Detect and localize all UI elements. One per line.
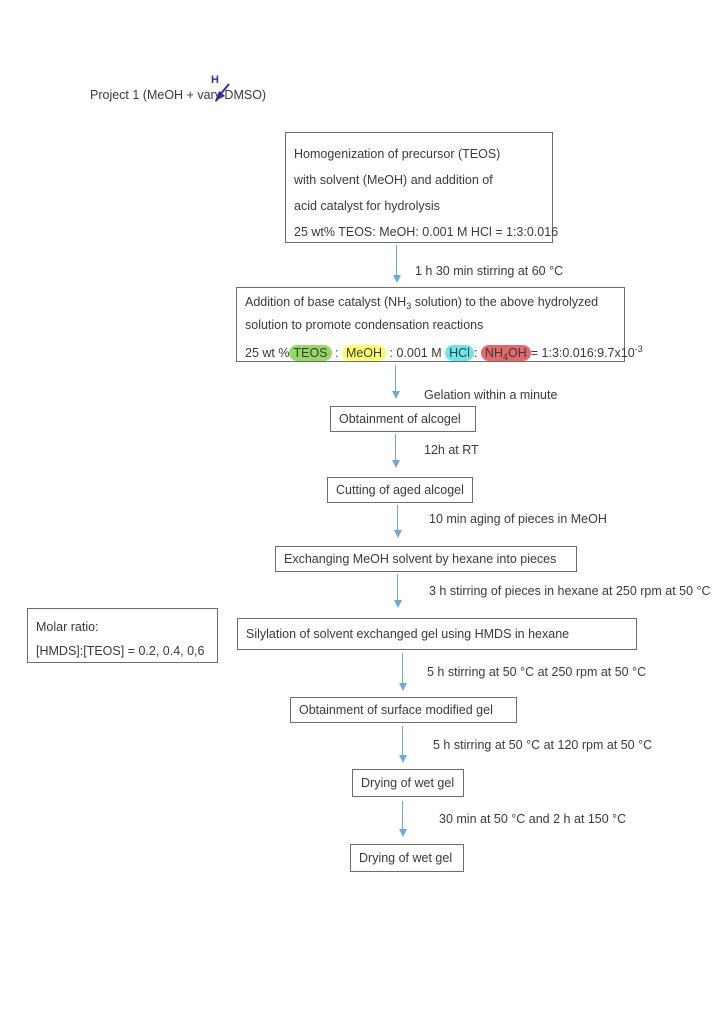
- molar-ratio-title: Molar ratio:: [36, 620, 99, 634]
- nh4oh-subscript: 4: [502, 352, 508, 362]
- step-label-stirring-60c: 1 h 30 min stirring at 60 °C: [415, 264, 564, 278]
- step-label-stirring-120rpm: 5 h stirring at 50 °C at 120 rpm at 50 °…: [433, 738, 653, 752]
- ratio-prefix: 25 wt %: [245, 346, 290, 360]
- step-box-silylation: Silylation of solvent exchanged gel usin…: [237, 618, 637, 650]
- box1-line: Homogenization of precursor (TEOS): [294, 147, 501, 161]
- box2-ratio-line: 25 wt %TEOS : MeOH : 0.001 M HCl: NH4OH=…: [237, 340, 643, 367]
- flow-arrow-icon: [392, 245, 401, 283]
- step-box-solvent-exchange: Exchanging MeOH solvent by hexane into p…: [275, 546, 577, 572]
- ratio-values: = 1:3:0.016:9.7x10: [530, 346, 635, 360]
- step-box-base-catalyst: Addition of base catalyst (NH3 solution)…: [236, 287, 643, 362]
- box2-line1: Addition of base catalyst (NH3 solution)…: [237, 293, 624, 316]
- title-text-before: Project 1 (MeOH + vary: [90, 88, 225, 102]
- molar-ratio-values: [HMDS]:[TEOS] = 0.2, 0.4, 0,6: [36, 644, 205, 658]
- nh4oh-text: NH: [484, 346, 503, 360]
- step-label-aging-rt: 12h at RT: [424, 443, 479, 457]
- step-box-obtainment-alcogel: Obtainment of alcogel: [330, 406, 476, 432]
- step-box-homogenization: Homogenization of precursor (TEOS) with …: [285, 132, 559, 243]
- teos-highlight: TEOS: [289, 345, 332, 361]
- title-annotated-letter: D: [224, 88, 234, 102]
- flow-arrow-icon: [398, 801, 407, 837]
- step-box-surface-modified-gel: Obtainment of surface modified gel: [290, 697, 517, 723]
- meoh-highlight: MeOH: [341, 345, 387, 361]
- molar-ratio-note: Molar ratio: [HMDS]:[TEOS] = 0.2, 0.4, 0…: [27, 608, 218, 663]
- ratio-exponent: -3: [634, 344, 643, 354]
- nh3-subscript: 3: [406, 301, 412, 311]
- box1-line: with solvent (MeOH) and addition of: [294, 173, 493, 187]
- step-box-drying-wet-gel-1: Drying of wet gel: [352, 769, 464, 797]
- hcl-highlight: HCl: [445, 345, 474, 361]
- box2-line1-text2: solution) to the above hydrolyzed: [411, 295, 599, 309]
- box1-line: 25 wt% TEOS: MeOH: 0.001 M HCl = 1:3:0.0…: [294, 225, 559, 239]
- flow-arrow-icon: [391, 434, 400, 468]
- flow-arrow-icon: [398, 653, 407, 691]
- box1-line: acid catalyst for hydrolysis: [294, 199, 440, 213]
- nh4oh-text2: OH: [508, 346, 527, 360]
- flow-arrow-icon: [393, 574, 402, 608]
- page-title: Project 1 (MeOH + vary DMSO): [90, 88, 266, 102]
- ratio-sep: : 0.001 M: [386, 346, 446, 360]
- step-label-aging-pieces: 10 min aging of pieces in MeOH: [429, 512, 607, 526]
- handwritten-h-annotation: H: [211, 74, 219, 86]
- nh4oh-highlight: NH4OH: [480, 345, 531, 362]
- flow-arrow-icon: [391, 365, 400, 399]
- step-box-drying-wet-gel-2: Drying of wet gel: [350, 844, 464, 872]
- flow-arrow-icon: [393, 505, 402, 538]
- step-label-stirring-250rpm: 5 h stirring at 50 °C at 250 rpm at 50 °…: [427, 665, 647, 679]
- box2-line2: solution to promote condensation reactio…: [245, 318, 484, 332]
- step-label-stirring-hexane: 3 h stirring of pieces in hexane at 250 …: [429, 584, 711, 598]
- title-text-after: MSO): [233, 88, 267, 102]
- step-box-cutting-alcogel: Cutting of aged alcogel: [327, 477, 473, 503]
- step-label-final-drying: 30 min at 50 °C and 2 h at 150 °C: [439, 812, 627, 826]
- flow-arrow-icon: [398, 726, 407, 763]
- ratio-sep: :: [473, 346, 481, 360]
- step-label-gelation: Gelation within a minute: [424, 388, 558, 402]
- annotation-arrow-icon: [215, 83, 230, 101]
- box2-line1-text: Addition of base catalyst (NH: [245, 295, 407, 309]
- ratio-sep: :: [331, 346, 342, 360]
